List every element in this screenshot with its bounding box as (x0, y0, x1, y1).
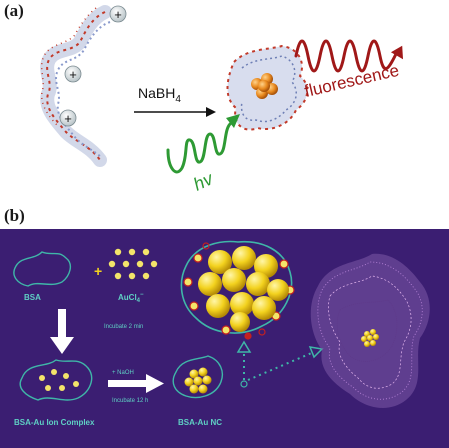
positive-charge-icon: + (109, 5, 127, 23)
svg-text:+: + (114, 7, 122, 22)
right-arrow (108, 374, 164, 393)
gold-cluster-icon (251, 73, 278, 99)
gold-ions-icon (108, 248, 158, 280)
magnified-nanocluster (180, 240, 295, 340)
emission-wave-icon (294, 39, 403, 73)
naoh-step: + NaOH (112, 370, 134, 376)
svg-text:+: + (69, 67, 77, 82)
protein-render (310, 253, 430, 408)
bound-gold-ions-icon (39, 369, 79, 391)
bsa-protein-icon (13, 251, 72, 287)
gold-atoms-icon (198, 246, 289, 332)
excitation-wave-icon (166, 114, 240, 174)
nc-label: BSA-Au NC (178, 418, 222, 427)
panel-a: (a) + + + NaBH4 (4, 1, 403, 195)
gold-salt-label: AuCl4− (118, 292, 144, 304)
small-gold-cluster-icon (184, 367, 212, 394)
incubate-step-2: Incubate 12 h (112, 398, 148, 404)
embedded-gold-cluster-icon (361, 329, 379, 347)
excitation-label: hv (190, 168, 217, 195)
dotted-arrow-up (236, 340, 252, 380)
positive-charge-icon: + (59, 109, 77, 127)
panel-b-label: (b) (4, 206, 25, 225)
panel-a-label: (a) (4, 1, 24, 20)
bsa-au-ion-complex-icon (19, 359, 93, 401)
positive-charge-icon: + (64, 65, 82, 83)
complex-label: BSA-Au Ion Complex (14, 418, 95, 427)
plus-sign: + (94, 263, 102, 279)
dotted-arrow-right (247, 346, 324, 381)
reaction-arrow (134, 107, 216, 117)
protein-structure-left (40, 5, 112, 167)
incubate-step-1: Incubate 2 min (104, 324, 143, 330)
reagent-label: NaBH4 (138, 85, 181, 105)
panel-b: (b) BSA + AuCl4− Incubate 2 min BSA-Au I… (0, 206, 449, 448)
origin-marker (240, 380, 248, 388)
down-arrow (50, 309, 74, 354)
svg-text:+: + (64, 111, 72, 126)
bsa-au-nc-icon (172, 355, 224, 399)
bsa-label: BSA (24, 293, 41, 302)
